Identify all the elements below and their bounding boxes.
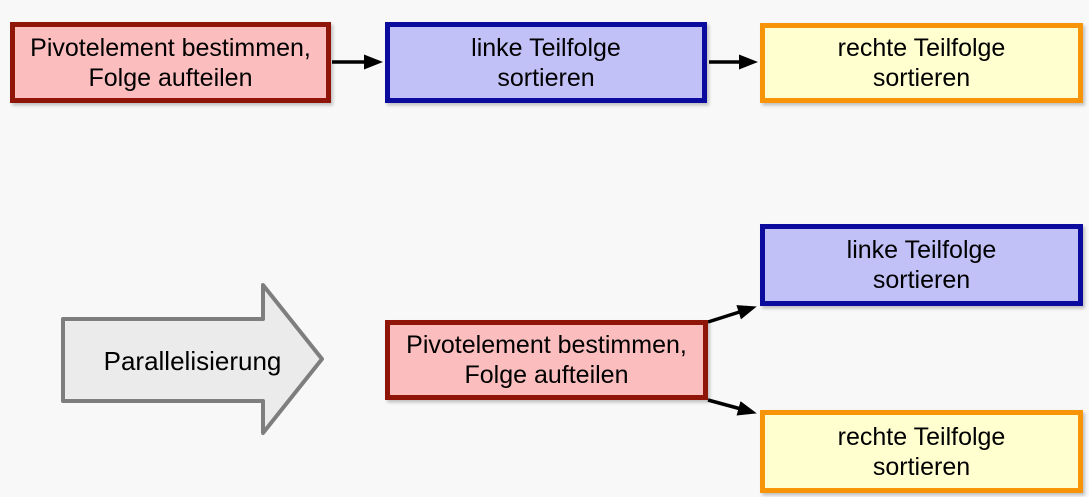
box-seq-left-subsequence: linke Teilfolge sortieren xyxy=(385,22,707,103)
box-par-right-line1: rechte Teilfolge xyxy=(837,422,1006,451)
box-seq-right-line2: sortieren xyxy=(872,64,971,92)
box-par-right-line2: sortieren xyxy=(872,452,971,481)
box-seq-right-subsequence: rechte Teilfolge sortieren xyxy=(760,23,1083,103)
arrow-par-pivot-to-right xyxy=(707,398,757,416)
box-seq-pivot-line1: Pivotelement bestimmen, xyxy=(30,33,311,62)
box-seq-pivot-line2: Folge aufteilen xyxy=(88,63,253,92)
box-seq-right-line1: rechte Teilfolge xyxy=(837,34,1006,62)
parallelization-arrow-label: Parallelisierung xyxy=(103,346,282,376)
box-par-pivot-line2: Folge aufteilen xyxy=(464,361,629,389)
box-par-pivot: Pivotelement bestimmen, Folge aufteilen xyxy=(385,320,708,400)
box-par-right-subsequence: rechte Teilfolge sortieren xyxy=(760,410,1083,493)
arrow-par-pivot-to-left xyxy=(707,305,757,324)
box-par-pivot-line1: Pivotelement bestimmen, xyxy=(406,331,687,359)
box-seq-left-line1: linke Teilfolge xyxy=(471,33,621,62)
box-seq-pivot: Pivotelement bestimmen, Folge aufteilen xyxy=(10,22,331,103)
box-par-left-subsequence: linke Teilfolge sortieren xyxy=(760,224,1083,306)
box-seq-left-line2: sortieren xyxy=(497,63,595,92)
box-par-left-line1: linke Teilfolge xyxy=(846,236,997,264)
box-par-left-line2: sortieren xyxy=(872,266,971,294)
